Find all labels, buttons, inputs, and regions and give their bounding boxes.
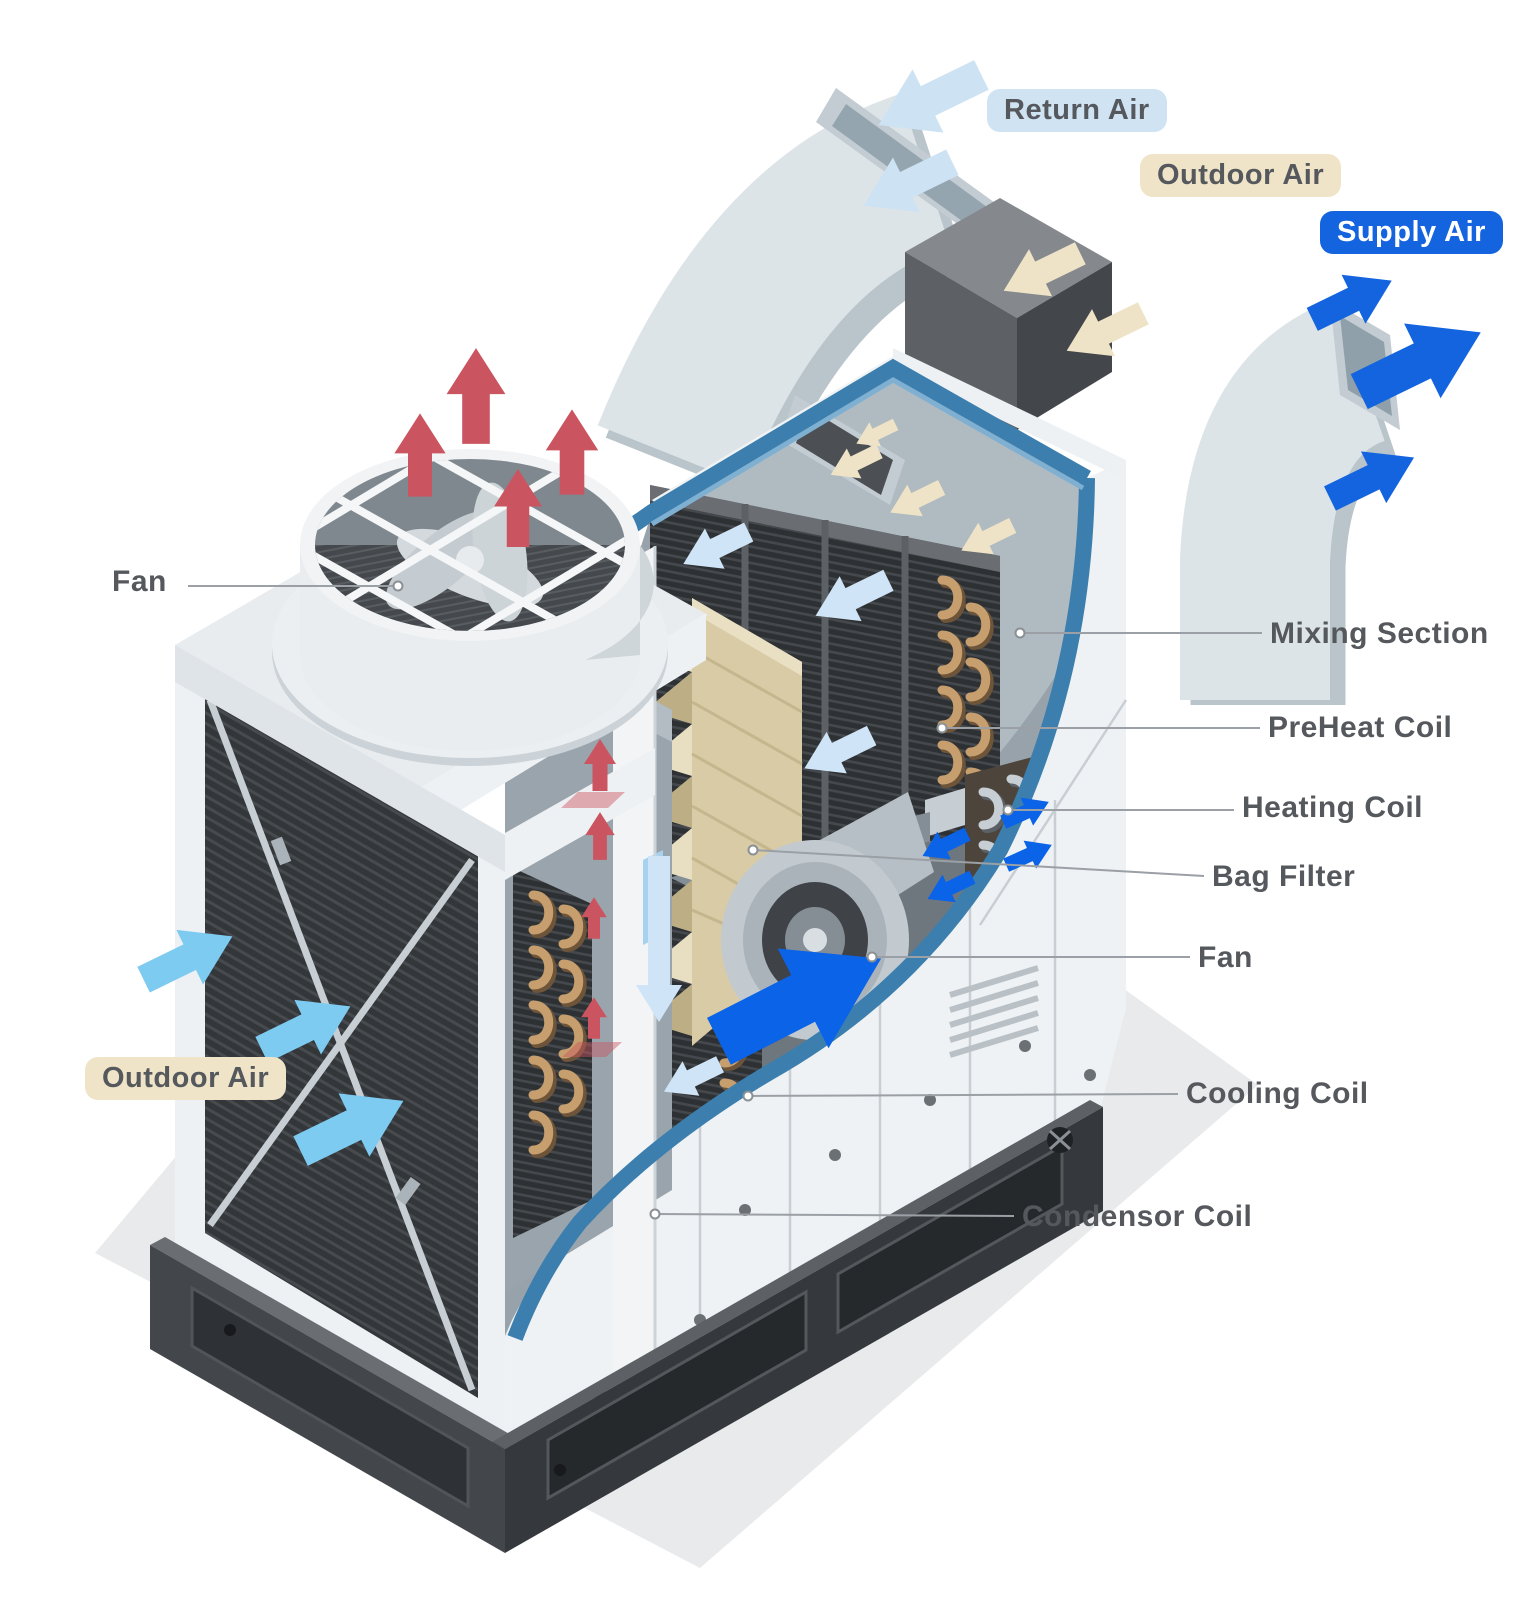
cooling-coil-label: Cooling Coil <box>1186 1077 1369 1110</box>
preheat-coil <box>937 575 994 815</box>
base-plinth <box>150 1100 1103 1553</box>
condensor-coil <box>513 868 592 1238</box>
fan-right-label: Fan <box>1198 941 1253 974</box>
base-vent-hole <box>1047 1127 1073 1153</box>
louver-vent <box>949 965 1039 1058</box>
outdoor-air-top-label: Outdoor Air <box>1140 154 1342 197</box>
preheat-coil-label: PreHeat Coil <box>1268 711 1453 744</box>
casing-band <box>505 748 655 880</box>
outdoor-air-left-label: Outdoor Air <box>85 1057 287 1100</box>
x-brace <box>206 698 476 1392</box>
condenser-grille <box>175 645 505 1448</box>
tower-fan-drum <box>272 449 668 766</box>
leader-dots <box>392 580 1026 1220</box>
cooling-tower-unit <box>175 449 708 1448</box>
airflow-arrows <box>130 43 1499 1183</box>
bag-filter-label: Bag Filter <box>1212 860 1356 893</box>
return-opening <box>796 408 893 495</box>
heating-coil-label: Heating Coil <box>1242 791 1424 824</box>
supply-air-label: Supply Air <box>1320 211 1503 254</box>
mixing-section-label: Mixing Section <box>1270 617 1489 650</box>
rivets <box>594 1040 1096 1401</box>
return-air-label: Return Air <box>987 89 1167 132</box>
condensor-coil-label: Condensor Coil <box>1022 1200 1253 1233</box>
fan-left-label: Fan <box>112 565 167 598</box>
outdoor-air-intake-box <box>905 198 1112 430</box>
leader-lines <box>188 585 1262 1217</box>
